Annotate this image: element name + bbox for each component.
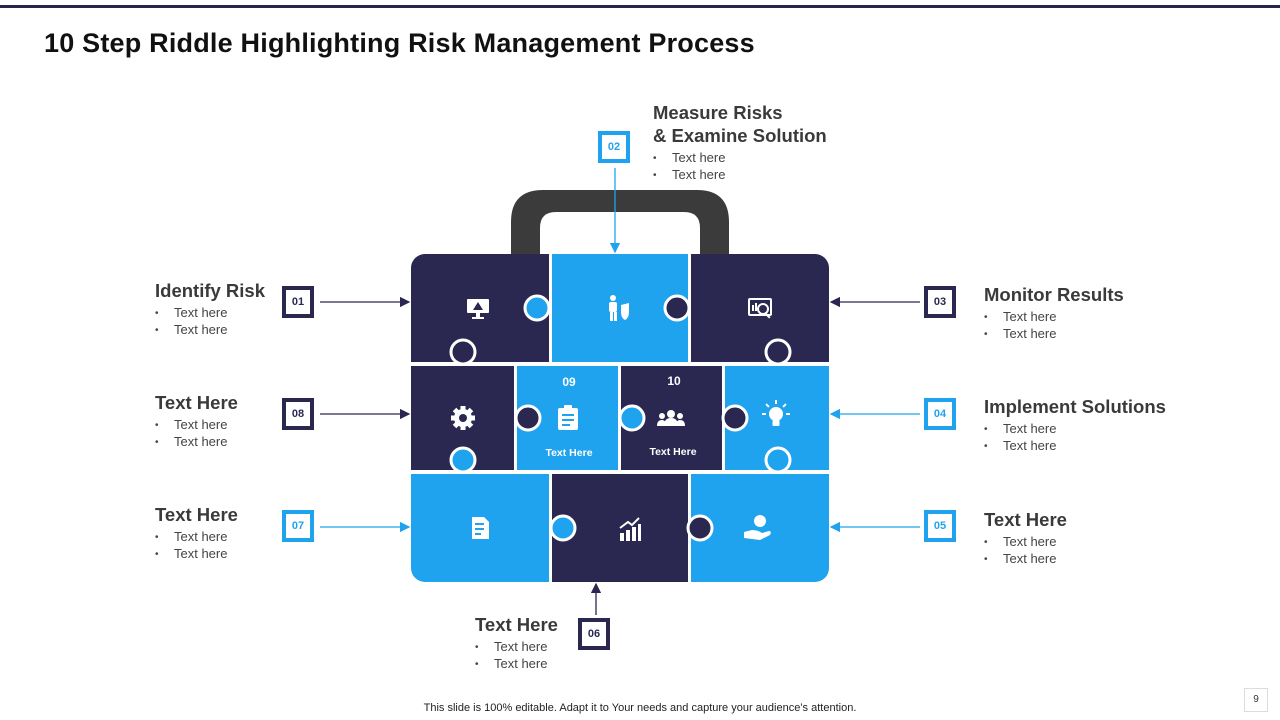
lightbulb-icon — [762, 400, 790, 426]
step-01-heading: Identify Risk — [155, 280, 265, 301]
step-08-bullet: Text here — [155, 417, 238, 434]
gear-icon — [451, 406, 475, 430]
step-07-heading: Text Here — [155, 504, 238, 525]
step-04-heading: Implement Solutions — [984, 396, 1166, 417]
piece-monitor-results — [691, 254, 829, 362]
footer-note: This slide is 100% editable. Adapt it to… — [423, 702, 857, 714]
step-03-badge: 03 — [924, 286, 956, 318]
person-shield-icon — [609, 295, 629, 321]
step-07-bullet: Text here — [155, 546, 238, 563]
step-05-badge: 05 — [924, 510, 956, 542]
step-07-bullet: Text here — [155, 529, 238, 546]
growth-chart-icon — [619, 517, 641, 541]
inner-step-10-label: Text Here — [649, 446, 697, 458]
connectors — [320, 168, 920, 615]
page-number: 9 — [1244, 688, 1268, 712]
step-06-heading: Text Here — [475, 614, 558, 635]
step-04-badge: 04 — [924, 398, 956, 430]
step-08-heading: Text Here — [155, 392, 238, 413]
step-03-bullet: Text here — [984, 326, 1124, 343]
step-05-heading: Text Here — [984, 509, 1067, 530]
step-07-badge: 07 — [282, 510, 314, 542]
top-accent-bar — [0, 5, 1280, 8]
step-06-bullet: Text here — [475, 639, 558, 656]
step-04-bullet: Text here — [984, 421, 1166, 438]
step-01-bullet: Text here — [155, 322, 265, 339]
step-05-bullet: Text here — [984, 551, 1067, 568]
briefcase-handle — [511, 190, 729, 256]
inner-step-10-number: 10 — [667, 374, 681, 388]
step-04-bullet: Text here — [984, 438, 1166, 455]
step-02-text: Measure Risks & Examine Solution Text he… — [653, 101, 827, 184]
analytics-search-icon — [748, 298, 772, 319]
step-03-bullet: Text here — [984, 309, 1124, 326]
step-02-bullet: Text here — [653, 167, 827, 184]
step-02-heading-line2: & Examine Solution — [653, 125, 827, 146]
step-02-heading-line1: Measure Risks — [653, 102, 783, 123]
step-08-bullet: Text here — [155, 434, 238, 451]
puzzle-knobs — [449, 294, 792, 542]
step-03-heading: Monitor Results — [984, 284, 1124, 305]
inner-step-09-number: 09 — [562, 375, 576, 389]
document-edit-icon — [472, 517, 489, 539]
step-02-badge: 02 — [598, 131, 630, 163]
inner-step-09-label: Text Here — [545, 447, 593, 459]
page-title: 10 Step Riddle Highlighting Risk Managem… — [44, 28, 755, 58]
step-05-bullet: Text here — [984, 534, 1067, 551]
step-01-bullet: Text here — [155, 305, 265, 322]
step-08-badge: 08 — [282, 398, 314, 430]
clipboard-icon — [558, 405, 578, 430]
step-01-badge: 01 — [282, 286, 314, 318]
piece-text-here-05 — [691, 474, 829, 582]
step-06-badge: 06 — [578, 618, 610, 650]
money-hand-icon — [744, 515, 771, 540]
warning-monitor-icon — [467, 299, 489, 319]
team-icon — [657, 410, 685, 426]
step-02-bullet: Text here — [653, 150, 827, 167]
step-06-bullet: Text here — [475, 656, 558, 673]
